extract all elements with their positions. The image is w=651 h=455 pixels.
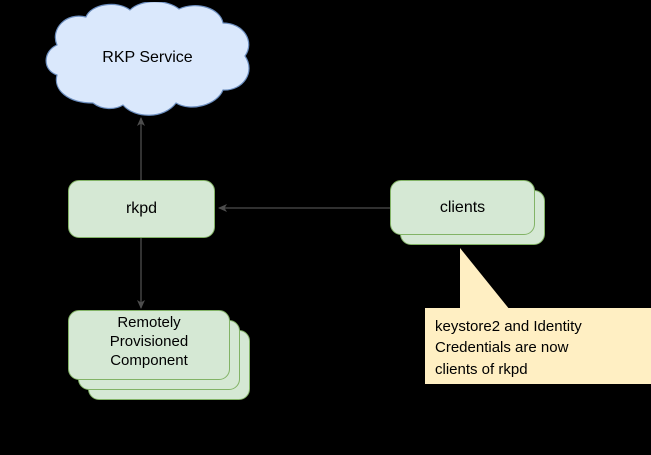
callout-note-text: keystore2 and Identity Credentials are n… [435,318,582,378]
node-remotely-provisioned-component[interactable] [68,310,230,380]
node-rkpd[interactable] [68,180,215,238]
callout-note[interactable] [425,308,651,384]
cloud-shape-rkp-service[interactable] [40,2,255,124]
node-clients[interactable] [390,180,535,235]
callout-tail [460,248,510,310]
